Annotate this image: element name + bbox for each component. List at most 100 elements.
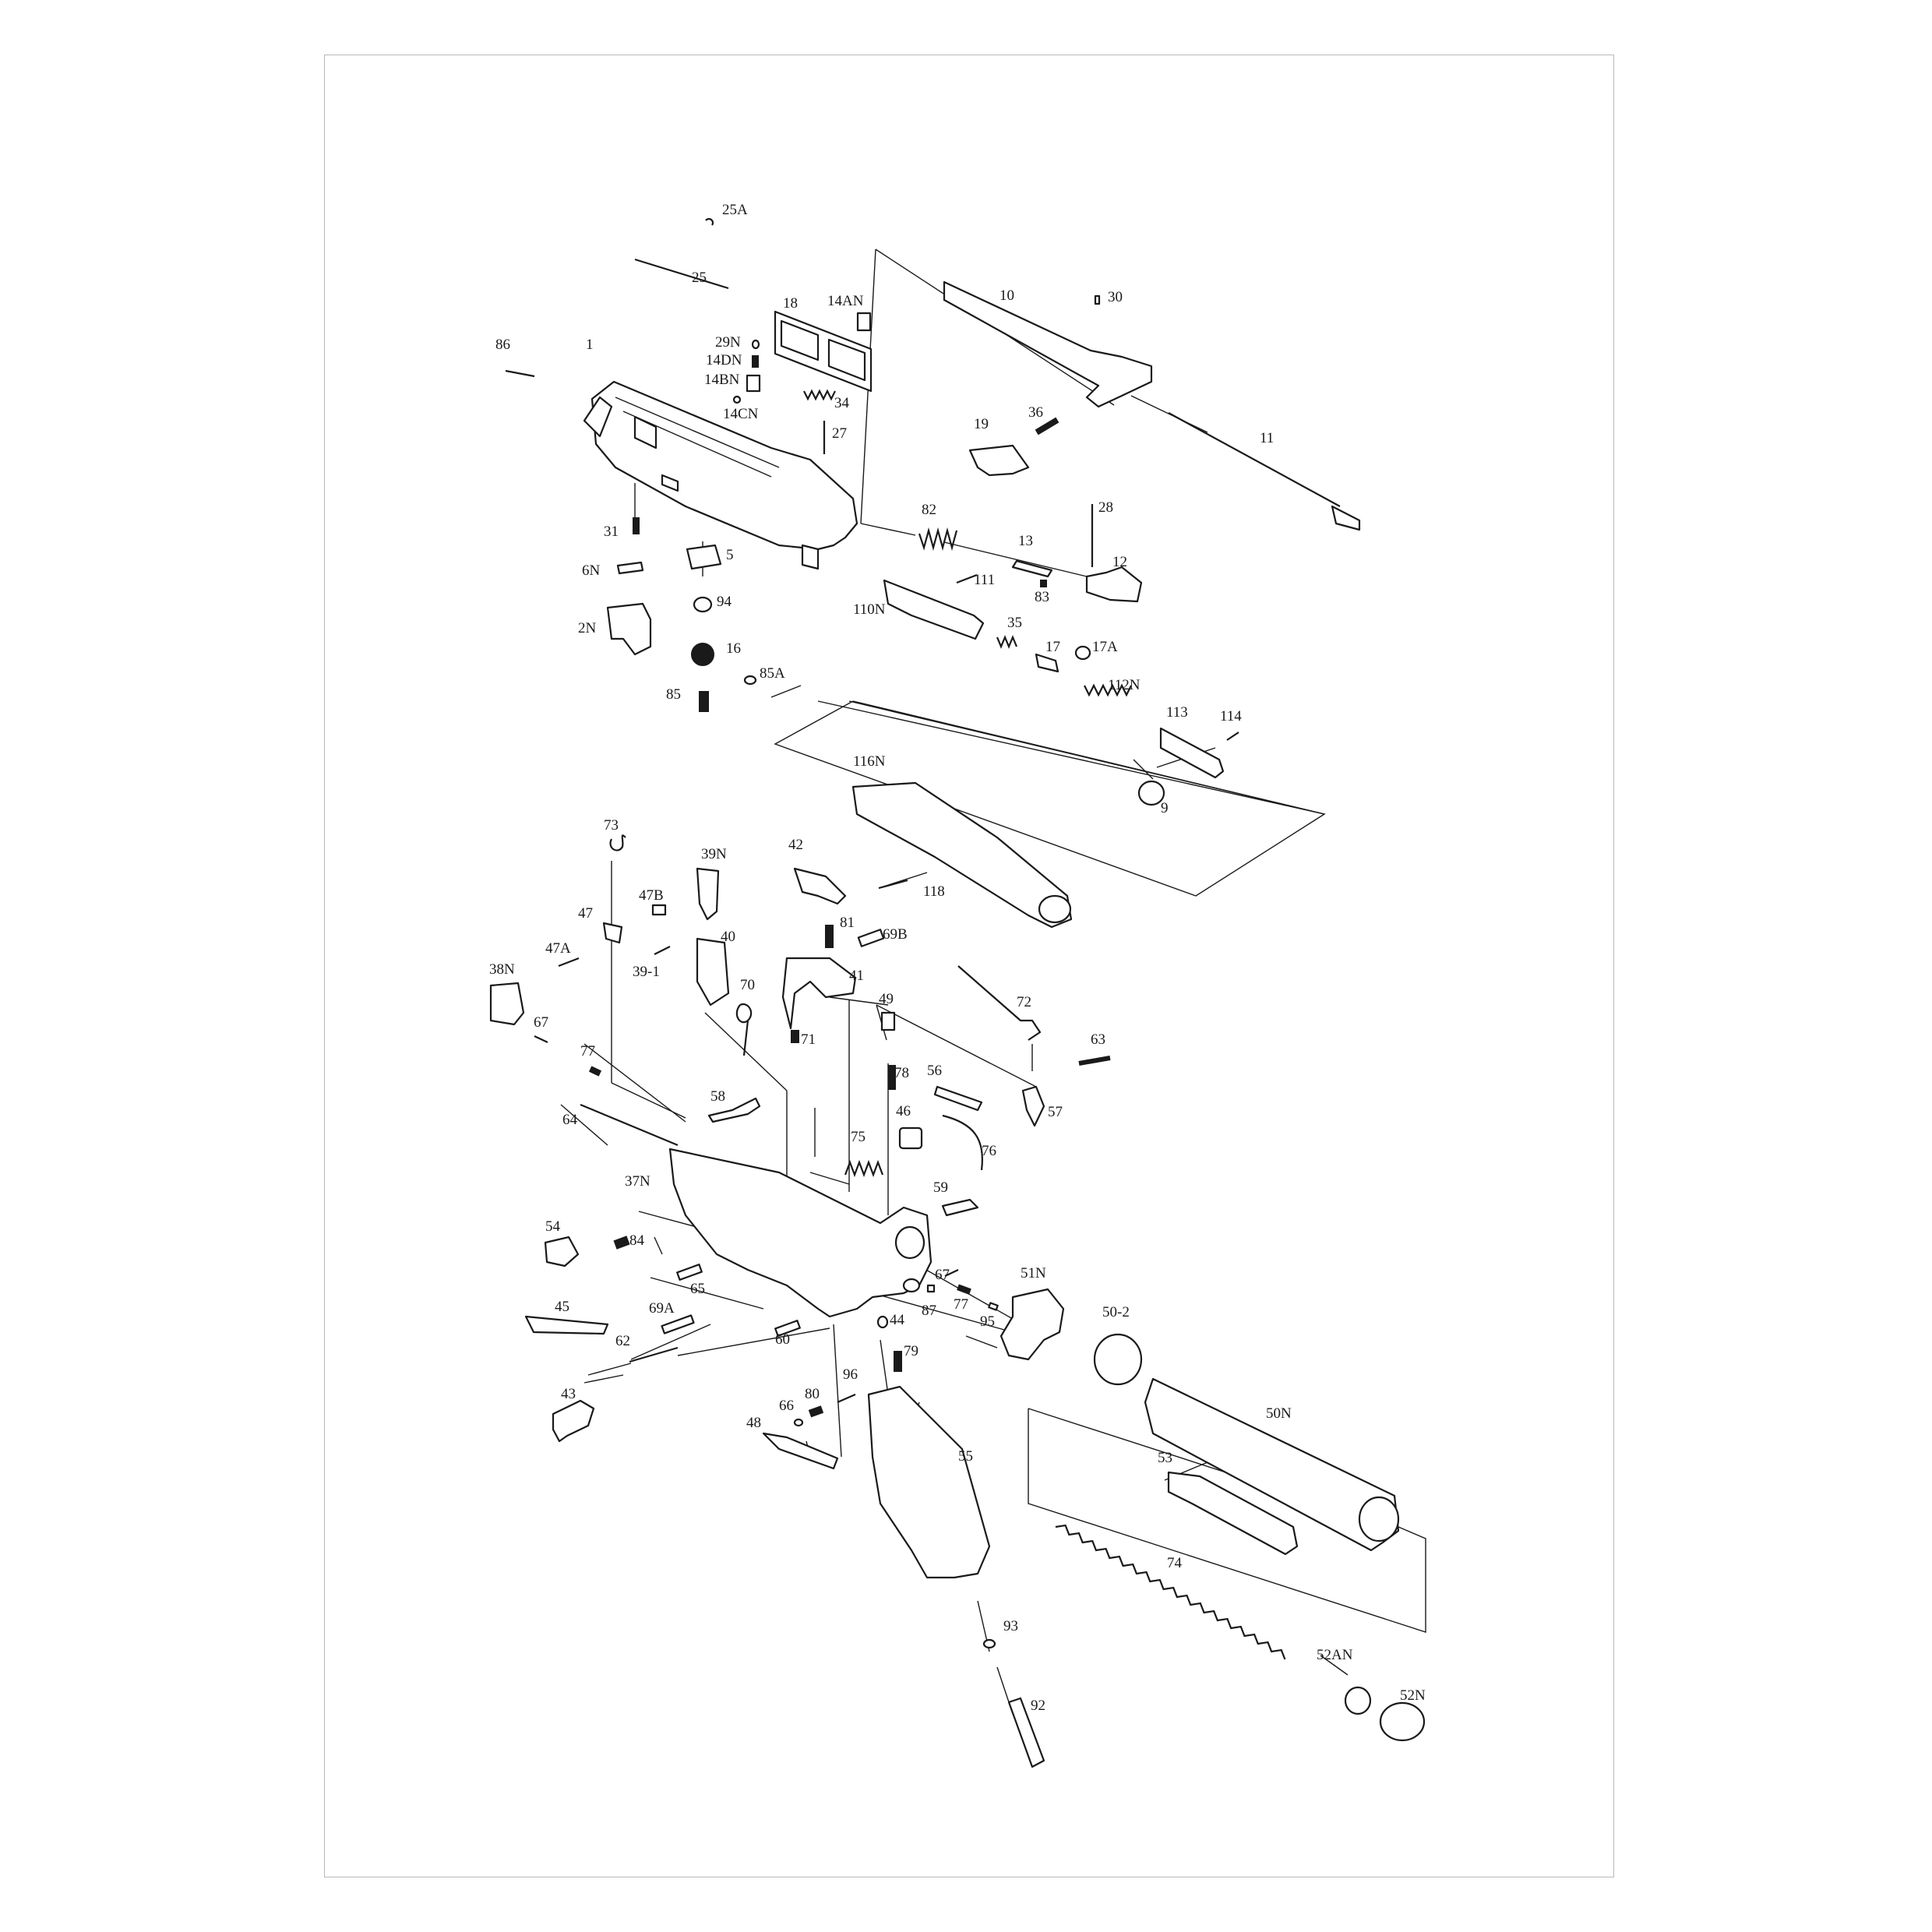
pin-67b — [944, 1269, 959, 1277]
callout-74: 74 — [1167, 1555, 1183, 1571]
pistol-grip-55 — [867, 1385, 991, 1579]
callout-35: 35 — [1007, 615, 1022, 631]
part-2N — [606, 602, 652, 656]
gear-16 — [691, 643, 714, 666]
upper-receiver-1 — [583, 380, 858, 570]
callout-2N: 2N — [578, 620, 597, 636]
spring-82 — [918, 527, 958, 552]
rod-25 — [634, 258, 729, 290]
part-5 — [686, 544, 722, 570]
callout-37N: 37N — [625, 1173, 650, 1190]
callout-56: 56 — [927, 1063, 942, 1079]
callout-95: 95 — [980, 1313, 995, 1330]
callout-25: 25 — [692, 270, 707, 286]
pin-59 — [941, 1198, 979, 1217]
part-13 — [1011, 559, 1053, 578]
callout-36: 36 — [1028, 404, 1043, 421]
callout-10: 10 — [999, 287, 1014, 304]
stock-grip-group — [867, 1377, 1426, 1768]
part-14AN — [856, 312, 872, 332]
callout-85A: 85A — [760, 665, 785, 682]
callout-72: 72 — [1017, 994, 1031, 1010]
callout-92: 92 — [1031, 1698, 1045, 1714]
part-46 — [898, 1126, 923, 1150]
callout-49: 49 — [879, 991, 894, 1007]
part-9 — [1137, 780, 1165, 806]
callout-93: 93 — [1003, 1618, 1018, 1634]
callout-67b: 67 — [935, 1267, 950, 1283]
callout-19: 19 — [974, 416, 989, 432]
callout-83: 83 — [1035, 589, 1049, 605]
washer-85A — [743, 675, 757, 686]
dust-cover-18 — [774, 310, 873, 393]
callout-60: 60 — [775, 1331, 790, 1348]
e-clip-25A — [705, 217, 714, 226]
callout-67a: 67 — [534, 1014, 548, 1031]
callout-39N: 39N — [701, 846, 727, 862]
pin-114 — [1226, 732, 1239, 741]
part-113 — [1159, 727, 1225, 779]
spring-80 — [808, 1405, 824, 1418]
forward-assist-12 — [1085, 566, 1143, 603]
lower-receiver-group — [489, 834, 1143, 1470]
callout-66: 66 — [779, 1398, 794, 1414]
callout-77a: 77 — [580, 1043, 595, 1059]
spring-77b — [957, 1284, 971, 1295]
callout-82: 82 — [922, 502, 936, 518]
callout-30: 30 — [1108, 289, 1123, 305]
callout-45: 45 — [555, 1299, 569, 1315]
pin-67a — [534, 1035, 548, 1043]
callout-17A: 17A — [1092, 639, 1118, 655]
part-66 — [793, 1418, 804, 1427]
callout-71: 71 — [801, 1031, 816, 1048]
part-93 — [982, 1638, 996, 1649]
callout-31: 31 — [604, 524, 619, 540]
callout-69B: 69B — [883, 926, 908, 943]
pin-64 — [580, 1103, 679, 1147]
callout-79: 79 — [904, 1343, 918, 1359]
screw-85 — [699, 691, 709, 712]
callout-78: 78 — [894, 1065, 909, 1081]
callout-59: 59 — [933, 1179, 948, 1196]
screw-92 — [1007, 1697, 1045, 1768]
callout-65: 65 — [690, 1281, 705, 1297]
pin-69B — [857, 929, 885, 947]
callout-28: 28 — [1098, 499, 1113, 516]
callout-54: 54 — [545, 1218, 561, 1235]
callout-50-2: 50-2 — [1102, 1304, 1130, 1320]
part-14CN — [732, 395, 742, 404]
part-17 — [1035, 653, 1059, 673]
pin-95 — [988, 1302, 999, 1311]
callout-47: 47 — [578, 905, 593, 922]
callout-6N: 6N — [582, 562, 601, 579]
trigger-41 — [781, 957, 857, 1030]
lower-receiver-37N — [668, 1148, 933, 1318]
part-14DN — [752, 355, 759, 368]
pin-96 — [837, 1393, 856, 1404]
callout-84: 84 — [629, 1232, 645, 1249]
callout-51N: 51N — [1021, 1265, 1046, 1282]
part-51N — [999, 1288, 1065, 1361]
bolt-110N — [883, 579, 985, 640]
callout-63: 63 — [1091, 1031, 1105, 1048]
callout-85: 85 — [666, 686, 681, 703]
callout-94: 94 — [717, 594, 732, 610]
callout-labels: 25A 25 18 14AN 10 30 29N 14DN 14BN 14CN … — [489, 202, 1426, 1714]
callout-50N: 50N — [1266, 1405, 1292, 1422]
spring-36 — [1035, 417, 1059, 435]
part-54 — [544, 1236, 580, 1267]
pin-69A — [661, 1314, 695, 1334]
callout-58: 58 — [710, 1088, 725, 1105]
callout-87: 87 — [922, 1303, 936, 1319]
pin-30 — [1094, 294, 1101, 305]
callout-18: 18 — [783, 295, 798, 312]
callout-70: 70 — [740, 977, 755, 993]
spring-34 — [803, 389, 836, 401]
spring-84 — [613, 1236, 630, 1250]
callout-11: 11 — [1260, 430, 1274, 446]
callout-114: 114 — [1220, 708, 1242, 724]
part-43 — [552, 1399, 595, 1443]
spring-79 — [894, 1351, 902, 1372]
part-50-2 — [1093, 1333, 1143, 1386]
callout-39-1: 39-1 — [633, 964, 660, 980]
